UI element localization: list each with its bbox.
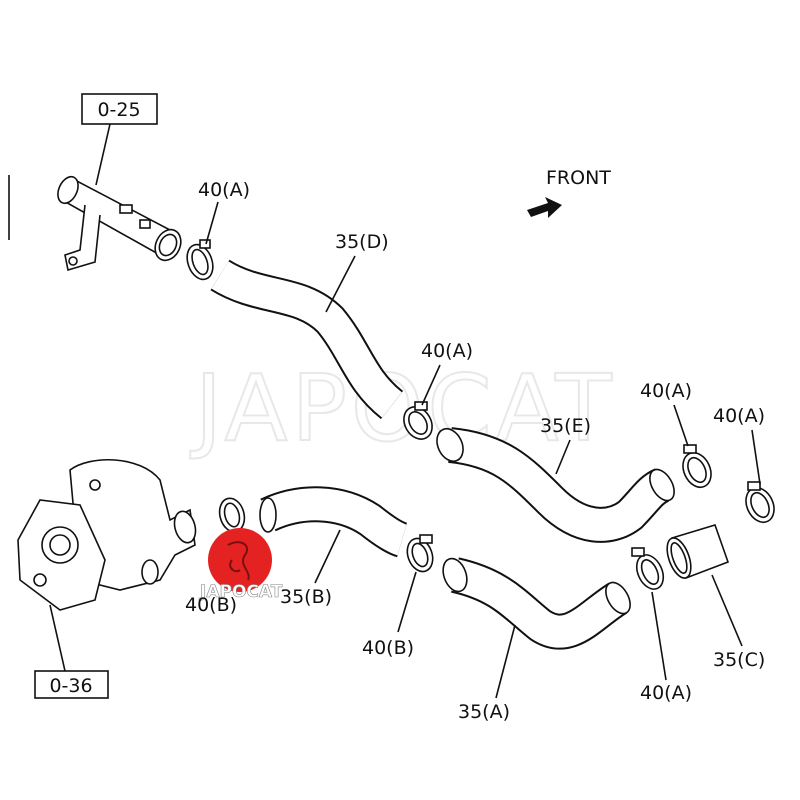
ref-box-0-36[interactable]: 0-36 bbox=[34, 670, 109, 699]
hose-35b[interactable] bbox=[259, 486, 408, 558]
leader-line bbox=[325, 255, 356, 313]
clamp-40b[interactable] bbox=[403, 534, 437, 575]
part-label: 40(A) bbox=[198, 179, 250, 201]
leader-line bbox=[421, 364, 441, 406]
leader-line bbox=[651, 591, 667, 681]
leader-line bbox=[711, 574, 743, 647]
leader-line bbox=[397, 571, 417, 633]
clamp-40b[interactable] bbox=[216, 495, 248, 534]
hose-35c[interactable] bbox=[662, 524, 730, 581]
clamp-40a[interactable] bbox=[741, 481, 780, 527]
part-label: 35(D) bbox=[335, 231, 389, 253]
part-label: 35(A) bbox=[458, 701, 510, 723]
watermark: JAPOCAT bbox=[190, 355, 616, 462]
japocat-logo: JAPOCAT bbox=[199, 528, 283, 602]
thermostat-housing bbox=[57, 175, 182, 272]
part-label: 40(A) bbox=[713, 405, 765, 427]
part-label: 40(B) bbox=[185, 594, 237, 616]
front-label: FRONT bbox=[546, 167, 611, 189]
part-label: 35(E) bbox=[540, 415, 591, 437]
clamp-40a[interactable] bbox=[183, 239, 218, 283]
leader-line bbox=[555, 439, 571, 475]
hose-35e[interactable] bbox=[432, 425, 679, 543]
leader-line bbox=[495, 624, 516, 699]
part-label: 35(B) bbox=[280, 586, 332, 608]
leader-line bbox=[751, 429, 761, 485]
ref-box-label: 0-36 bbox=[49, 675, 92, 697]
leader-line bbox=[49, 604, 66, 672]
logo-text: JAPOCAT bbox=[199, 582, 283, 602]
front-arrow-icon bbox=[527, 197, 562, 218]
ref-box-0-25[interactable]: 0-25 bbox=[81, 93, 158, 125]
hose-35d[interactable] bbox=[210, 259, 404, 420]
leader-line bbox=[95, 123, 111, 186]
clamp-40a[interactable] bbox=[678, 444, 717, 492]
part-label: 40(A) bbox=[640, 380, 692, 402]
clamp-40a[interactable] bbox=[631, 547, 669, 593]
ref-box-label: 0-25 bbox=[97, 99, 140, 121]
part-label: 40(A) bbox=[640, 682, 692, 704]
leader-line bbox=[314, 529, 341, 584]
part-label: 40(A) bbox=[421, 340, 473, 362]
part-label: 40(B) bbox=[362, 637, 414, 659]
leader-line bbox=[673, 404, 689, 447]
clamp-40a[interactable] bbox=[398, 401, 438, 444]
hose-35a[interactable] bbox=[439, 555, 635, 650]
leader-line bbox=[205, 201, 219, 245]
water-pump bbox=[17, 458, 197, 611]
part-label: 35(C) bbox=[713, 649, 765, 671]
